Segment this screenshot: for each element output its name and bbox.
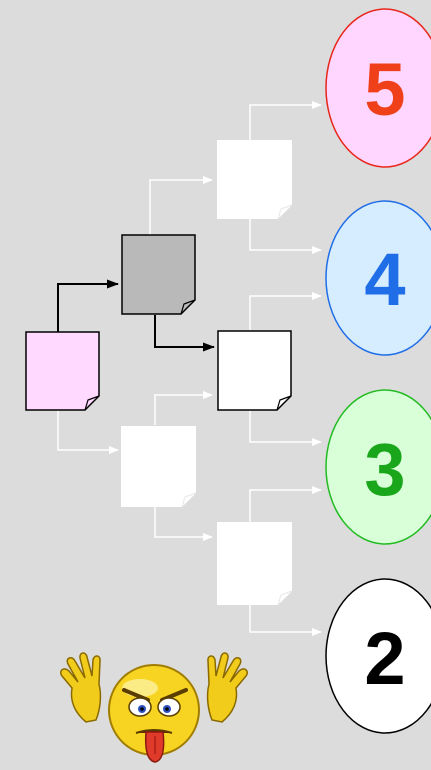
- grade-5-label: 5: [364, 48, 405, 131]
- connector-doc6-to-grade2: [249, 605, 322, 636]
- inactive-connectors: [57, 101, 322, 636]
- connector-doc3-to-doc6: [154, 507, 213, 541]
- document-inactive-bottom: [217, 522, 293, 606]
- connector-doc4-to-grade5: [249, 101, 322, 140]
- document-active: [121, 234, 196, 315]
- connector-root-to-doc3: [57, 410, 119, 454]
- connector-doc2-to-doc5: [154, 315, 215, 352]
- document-active-child: [217, 330, 292, 411]
- grade-4-node: 4: [325, 200, 431, 356]
- grade-2-node: 2: [325, 578, 431, 734]
- grade-3-node: 3: [325, 389, 431, 545]
- connector-doc6-to-grade3: [249, 486, 322, 522]
- grade-4-label: 4: [364, 238, 405, 321]
- connector-doc5-to-grade4: [249, 292, 322, 330]
- document-root: [25, 331, 100, 411]
- active-connectors: [57, 279, 215, 352]
- connector-doc3-to-doc5: [154, 391, 213, 425]
- angry-smiley-icon: [59, 652, 249, 763]
- connector-doc4-to-grade4: [249, 218, 322, 254]
- document-inactive-top: [217, 140, 293, 220]
- left-hand-icon: [59, 652, 102, 723]
- document-inactive-middle: [121, 426, 197, 508]
- grade-5-node: 5: [325, 8, 431, 168]
- grade-3-label: 3: [364, 428, 405, 511]
- right-hand-icon: [206, 652, 249, 723]
- connector-doc2-to-doc4: [149, 176, 213, 235]
- grade-2-label: 2: [364, 617, 405, 700]
- connector-root-to-doc2: [57, 279, 119, 332]
- connector-doc5-to-grade3: [249, 410, 322, 446]
